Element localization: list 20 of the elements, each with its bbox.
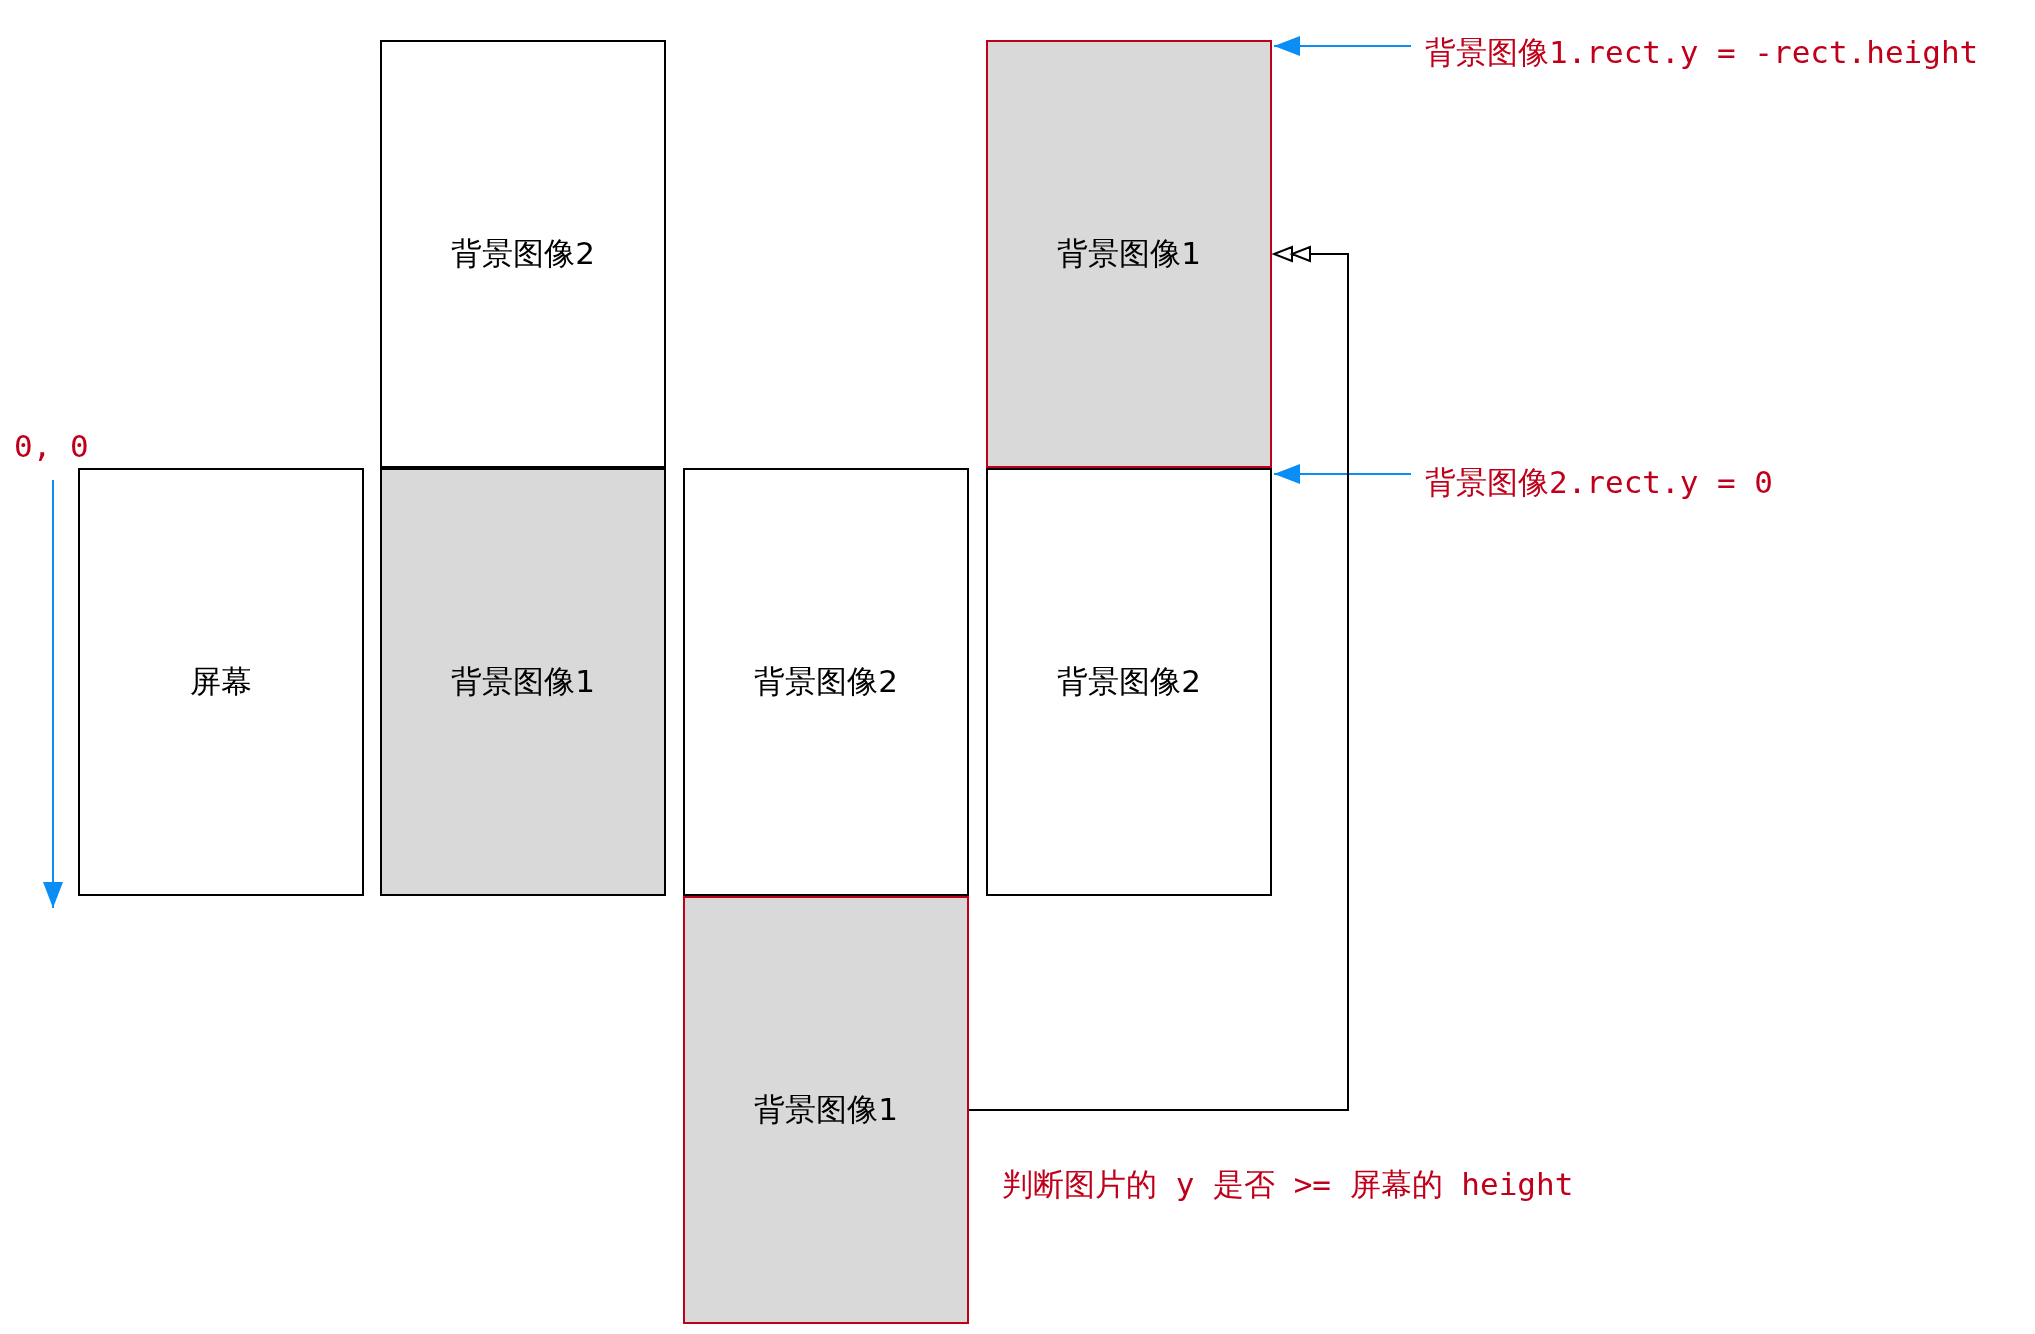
box-label: 背景图像2 <box>451 234 595 273</box>
image-box <box>683 896 969 1324</box>
box-label: 背景图像2 <box>754 662 898 701</box>
annotation-text: 背景图像2.rect.y = 0 <box>1425 462 1773 504</box>
leader-line <box>1273 36 1412 56</box>
box-label: 背景图像2 <box>1057 662 1201 701</box>
box-label: 背景图像1 <box>451 662 595 701</box>
image-box <box>380 40 666 468</box>
image-box <box>986 40 1272 468</box>
annotation-text: 判断图片的 y 是否 >= 屏幕的 height <box>1002 1165 1574 1204</box>
leader-line <box>1273 464 1412 484</box>
image-box <box>380 468 666 896</box>
origin-label: 0, 0 <box>14 428 89 464</box>
image-box <box>986 468 1272 896</box>
box-label: 屏幕 <box>190 662 252 701</box>
box-label: 背景图像1 <box>754 1090 898 1129</box>
annotation-text: 背景图像1.rect.y = -rect.height <box>1425 32 1979 74</box>
image-box <box>683 468 969 896</box>
screen-box <box>78 468 364 896</box>
box-label: 背景图像1 <box>1057 234 1201 273</box>
